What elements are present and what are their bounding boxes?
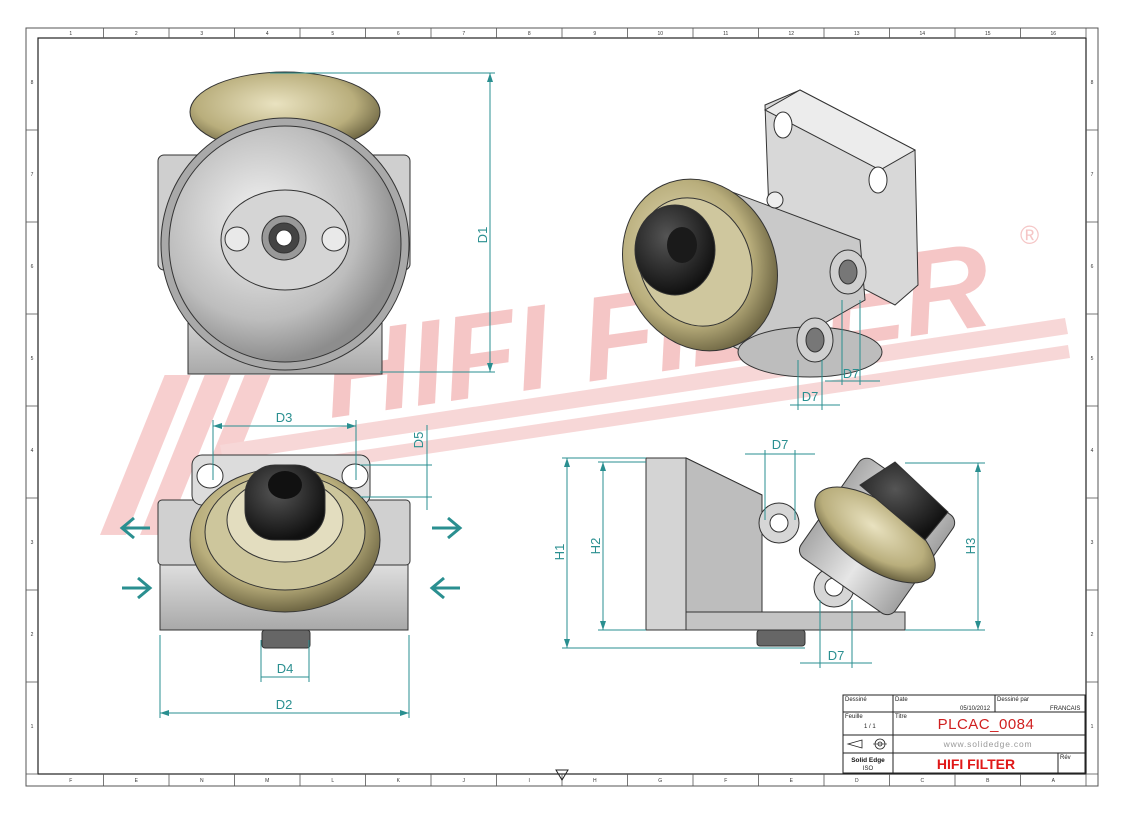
border-zone-number: 1	[69, 31, 72, 37]
border-zone-number: 16	[1050, 31, 1056, 37]
border-zone-letter: N	[200, 778, 204, 784]
title-block-language-value: FRANCAIS	[1050, 706, 1080, 712]
dimension-d1-label: D1	[475, 227, 490, 244]
title-block-label-title: Titre	[895, 714, 907, 720]
dimension-d3-label: D3	[276, 410, 293, 425]
projection-symbol-icon	[846, 738, 887, 750]
title-block-label-date: Date	[895, 697, 908, 703]
border-zone-side-number: 8	[31, 80, 34, 86]
border-zone-letter: E	[790, 778, 794, 784]
border-zone-number: 12	[788, 31, 794, 37]
title-block-label-sheet: Feuille	[845, 714, 863, 720]
side-view-bottom-right: D7 D7 H1 H2 H3	[552, 437, 985, 668]
border-zone-side-number: 8	[1091, 80, 1094, 86]
title-block-label-drawn-by: Dessiné par	[997, 697, 1029, 703]
border-zone-letter: M	[265, 778, 269, 784]
border-zone-side-number: 3	[1091, 540, 1094, 546]
watermark-registered-mark: ®	[1020, 220, 1039, 250]
title-block-software: Solid Edge	[851, 757, 885, 764]
dimension-d7-side-bottom: D7	[828, 648, 845, 663]
title-block-brand: HIFI FILTER	[937, 756, 1015, 772]
border-zone-number: 9	[593, 31, 596, 37]
border-zone-side-number: 3	[31, 540, 34, 546]
dimension-h2-label: H2	[588, 538, 603, 555]
title-block-part-number: PLCAC_0084	[938, 716, 1035, 733]
border-zone-letter: J	[463, 778, 466, 784]
border-zone-letter: E	[135, 778, 139, 784]
border-zone-number: 2	[135, 31, 138, 37]
border-zone-side-number: 7	[31, 172, 34, 178]
border-zone-letter: L	[331, 778, 334, 784]
border-zone-number: 8	[528, 31, 531, 37]
front-view-top-left: D1	[157, 71, 495, 375]
border-zone-letter: K	[397, 778, 401, 784]
flow-arrow-icon	[119, 516, 463, 600]
dimension-h3-label: H3	[963, 538, 978, 555]
title-block-date-value: 05/10/2012	[960, 706, 991, 712]
dimension-h1-label: H1	[552, 544, 567, 561]
border-zone-side-number: 2	[1091, 632, 1094, 638]
dimension-d5-label: D5	[411, 432, 426, 449]
border-zone-side-number: 1	[1091, 724, 1094, 730]
title-block-label-rev: Rév	[1060, 755, 1071, 761]
border-zone-letter: F	[69, 778, 72, 784]
border-zone-letter: C	[920, 778, 924, 784]
border-zone-letter: I	[529, 778, 530, 784]
border-zone-number: 13	[854, 31, 860, 37]
top-view-bottom-left: D3 D5 D4 D2	[119, 410, 463, 718]
dimension-d7-side-top: D7	[772, 437, 789, 452]
border-zone-number: 15	[985, 31, 991, 37]
dimension-d4-label: D4	[277, 661, 294, 676]
dimension-d2-label: D2	[276, 697, 293, 712]
border-zone-letter: F	[724, 778, 727, 784]
border-zone-side-number: 5	[1091, 356, 1094, 362]
border-zone-letter: H	[593, 778, 597, 784]
border-zone-side-number: 7	[1091, 172, 1094, 178]
dimension-d7-iso-lower: D7	[802, 389, 819, 404]
border-zone-letter: B	[986, 778, 990, 784]
border-zone-number: 6	[397, 31, 400, 37]
border-zone-side-number: 4	[1091, 448, 1094, 454]
border-zone-side-number: 5	[31, 356, 34, 362]
dimension-d7-iso-upper: D7	[843, 366, 860, 381]
border-zone-letter: D	[855, 778, 859, 784]
border-zone-letter: G	[658, 778, 662, 784]
title-block: Dessiné Date Dessiné par 05/10/2012 FRAN…	[842, 694, 1086, 774]
border-zone-side-number: 6	[1091, 264, 1094, 270]
border-zone-number: 5	[331, 31, 334, 37]
title-block-website: www.solidedge.com	[943, 739, 1033, 749]
border-zone-number: 11	[723, 31, 728, 37]
border-zone-side-number: 1	[31, 724, 34, 730]
title-block-label-created: Dessiné	[845, 697, 867, 703]
border-zone-number: 7	[462, 31, 465, 37]
centering-mark-icon	[555, 769, 569, 781]
border-zone-number: 4	[266, 31, 269, 37]
title-block-software-sub: ISO	[863, 766, 874, 772]
border-zone-number: 10	[657, 31, 663, 37]
border-zone-side-number: 6	[31, 264, 34, 270]
isometric-view-top-right: D7 D7	[622, 89, 919, 410]
border-zone-side-number: 2	[31, 632, 34, 638]
border-zone-side-number: 4	[31, 448, 34, 454]
border-zone-number: 3	[200, 31, 203, 37]
border-zone-number: 14	[919, 31, 925, 37]
border-zone-letter: A	[1052, 778, 1056, 784]
title-block-sheet-value: 1 / 1	[864, 724, 876, 730]
